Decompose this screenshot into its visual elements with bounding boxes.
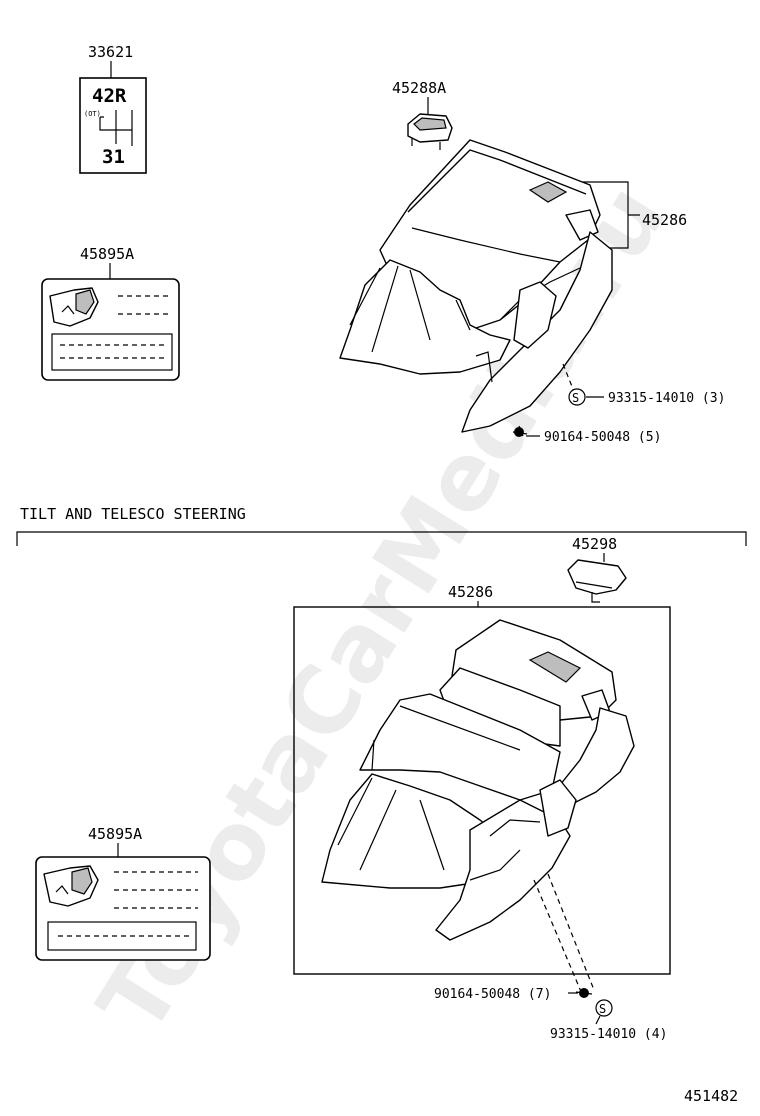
label-45288a: 45288A: [392, 79, 446, 97]
label-lower-clip: 90164-50048 (7): [434, 987, 551, 1002]
shift-pattern-top: 42R: [92, 85, 127, 107]
section-bracket: [16, 531, 747, 546]
label-lower-screw: 93315-14010 (4): [550, 1027, 667, 1042]
lower-screw-dash-1: [533, 879, 583, 995]
upper-s-mark: S: [572, 391, 579, 405]
label-inner-box: [51, 333, 173, 371]
part-45286-lower-cover: [321, 619, 635, 941]
leader-lower-screw: [595, 1015, 601, 1025]
steering-caution-icon-lower: [43, 865, 99, 907]
shift-pattern-plate: [79, 77, 147, 174]
part-45298-cap: [567, 559, 627, 603]
steering-caution-icon: [49, 287, 99, 327]
shift-pattern-od: (OT): [84, 110, 101, 118]
section-title: TILT AND TELESCO STEERING: [20, 505, 246, 523]
label-upper-clip: 90164-50048 (5): [544, 430, 661, 445]
upper-s-mark-circle: [568, 388, 586, 406]
part-45286-lower-frame: [293, 606, 671, 975]
label-33621: 33621: [88, 43, 133, 61]
label-45895a-upper: 45895A: [80, 245, 134, 263]
upper-clip-icon: [512, 425, 528, 437]
lower-clip-icon: [575, 988, 593, 998]
label-upper-screw: 93315-14010 (3): [608, 391, 725, 406]
label-45286-upper: 45286: [642, 211, 687, 229]
lower-s-mark: S: [599, 1002, 606, 1016]
diagram-id: 451482: [684, 1087, 738, 1105]
shift-gate-lines: [99, 110, 133, 146]
label-45298: 45298: [572, 535, 617, 553]
part-45286-upper-cover: [339, 139, 613, 433]
lower-s-mark-circle: [595, 999, 613, 1017]
shift-pattern-bottom: 31: [102, 146, 125, 168]
leader-45286-upper: [570, 181, 640, 249]
label-45895a-lower: 45895A: [88, 825, 142, 843]
part-45288a-cap: [407, 113, 453, 150]
label-45286-lower: 45286: [448, 583, 493, 601]
lower-screw-dash-2: [547, 873, 595, 991]
